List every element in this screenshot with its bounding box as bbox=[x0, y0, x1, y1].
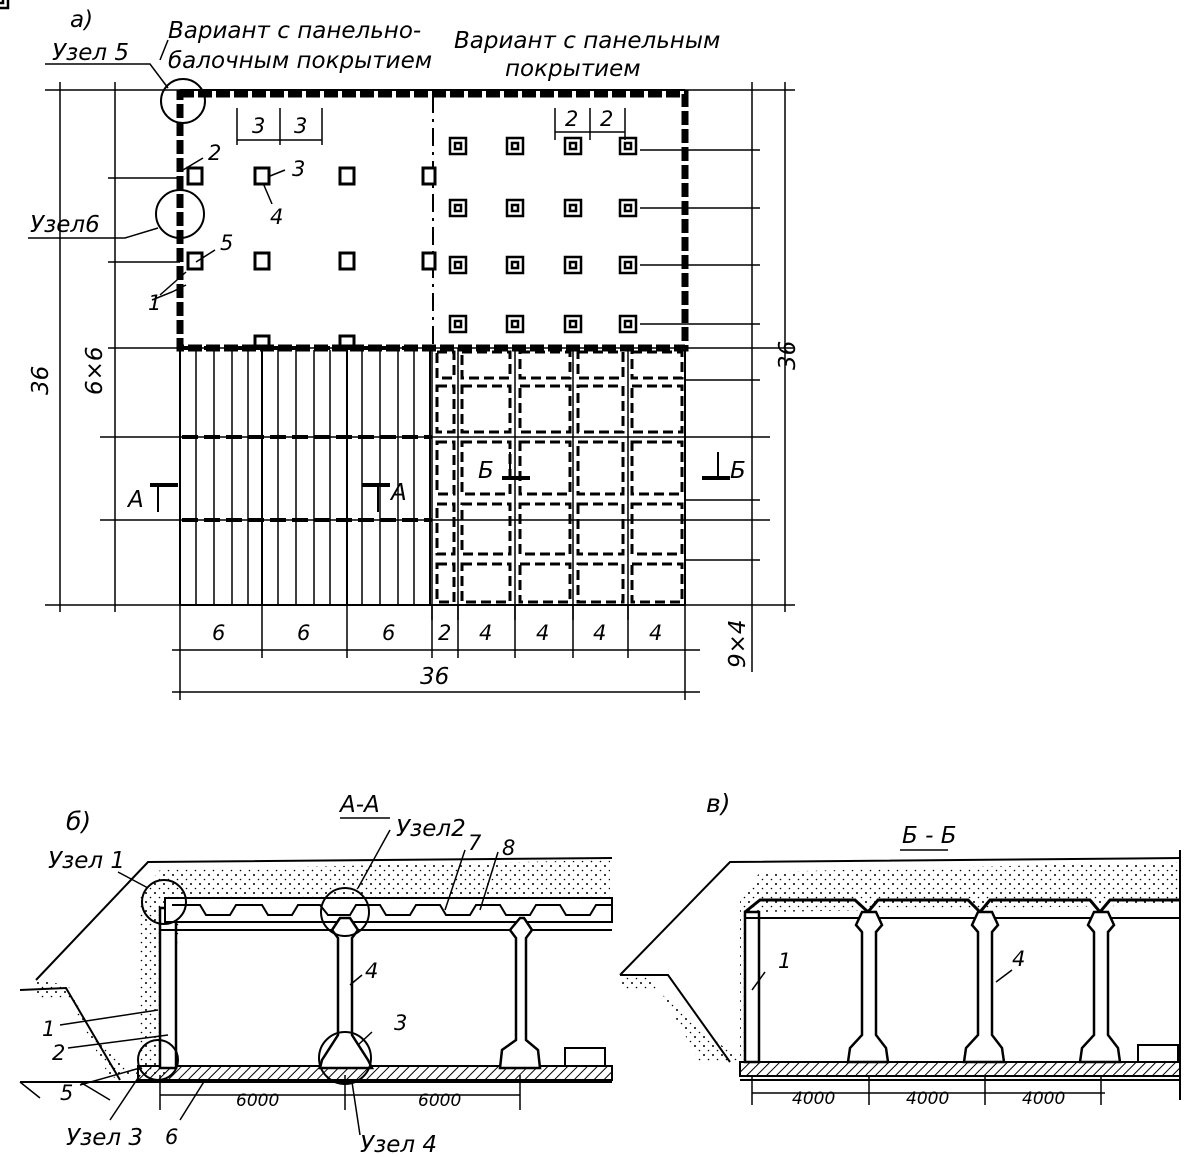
plan-variant-left-line2: балочным покрытием bbox=[168, 48, 432, 74]
plan-beams-dashed bbox=[182, 346, 432, 522]
plan-section-b-right: Б bbox=[730, 458, 746, 484]
plan-node5-label: Узел 5 bbox=[52, 40, 129, 66]
plan-roof-panels-right bbox=[435, 350, 684, 604]
section-mark-b-left bbox=[502, 452, 530, 480]
section-bb-base-slab bbox=[739, 1061, 1181, 1077]
plan-dim-top-right-2: 2 bbox=[600, 107, 613, 131]
plan-column-grid bbox=[448, 136, 638, 334]
plan-panel-label: а) bbox=[70, 7, 93, 33]
plan-dim-bottom-2: 6 bbox=[297, 621, 310, 645]
section-aa-title: А-А bbox=[338, 792, 380, 818]
plan-mark-3: 3 bbox=[292, 157, 305, 181]
node1-circle bbox=[141, 879, 187, 925]
plan-roof-panels-left bbox=[195, 350, 431, 605]
plan-view: а) Вариант с панельно- балочным покрытие… bbox=[0, 0, 801, 700]
section-aa-mark-4: 4 bbox=[365, 959, 378, 983]
section-aa-mark-3: 3 bbox=[394, 1011, 407, 1035]
section-aa-mark-5: 5 bbox=[60, 1081, 73, 1105]
plan-section-b-left: Б bbox=[478, 458, 494, 484]
plan-dim-bottom-1: 6 bbox=[212, 621, 225, 645]
section-aa: б) А-А Узел 1 Узел2 Узел 3 Узел 4 1 2 3 … bbox=[19, 792, 613, 1157]
section-bb-mark-4: 4 bbox=[1012, 947, 1025, 971]
plan-variant-right-line2: покрытием bbox=[505, 56, 641, 82]
section-aa-base-slab bbox=[137, 1065, 613, 1081]
plan-dim-bottom-3: 6 bbox=[382, 621, 395, 645]
node5-circle bbox=[160, 78, 206, 124]
plan-section-a-right: А bbox=[389, 480, 407, 506]
node2-circle bbox=[320, 887, 370, 937]
plan-mark-1: 1 bbox=[148, 291, 161, 315]
plan-variant-left-line1: Вариант с панельно- bbox=[168, 18, 421, 44]
section-mark-a-right bbox=[362, 483, 390, 512]
plan-dim-bottom-7: 4 bbox=[593, 621, 606, 645]
section-mark-b-right bbox=[702, 452, 730, 480]
plan-dim-left-inner: 6×6 bbox=[82, 346, 108, 395]
section-aa-span-1: 6000 bbox=[236, 1091, 279, 1111]
plan-node6-label: Узел6 bbox=[30, 212, 100, 238]
section-aa-span-2: 6000 bbox=[418, 1091, 461, 1111]
section-aa-node2: Узел2 bbox=[396, 816, 466, 842]
plan-dim-right: 36 bbox=[775, 341, 801, 370]
section-bb-roof bbox=[744, 898, 1180, 915]
plan-dim-bottom-total: 36 bbox=[420, 664, 449, 690]
plan-dim-bottom-4: 2 bbox=[438, 621, 451, 645]
section-mark-a-left bbox=[150, 483, 178, 512]
section-aa-mark-1: 1 bbox=[42, 1017, 55, 1041]
node3-circle bbox=[137, 1039, 179, 1081]
node6-circle bbox=[155, 189, 205, 239]
plan-mark-5: 5 bbox=[220, 231, 233, 255]
plan-mark-2: 2 bbox=[208, 141, 221, 165]
plan-grid-lines bbox=[45, 89, 795, 606]
plan-section-a-left: А bbox=[126, 487, 144, 513]
plan-dim-right-bottom: 9×4 bbox=[725, 619, 751, 668]
plan-dim-top-left-1: 3 bbox=[252, 114, 265, 138]
plan-dim-bottom-6: 4 bbox=[536, 621, 549, 645]
section-aa-panel-label: б) bbox=[66, 807, 91, 836]
section-bb-title: Б - Б bbox=[902, 823, 956, 849]
plan-dim-top-right-1: 2 bbox=[565, 107, 578, 131]
plan-dim-top-left-2: 3 bbox=[294, 114, 307, 138]
section-bb-span-3: 4000 bbox=[1022, 1089, 1065, 1109]
plan-columns-left bbox=[186, 166, 437, 348]
section-aa-node4: Узел 4 bbox=[360, 1132, 437, 1157]
section-aa-mark-6: 6 bbox=[165, 1125, 178, 1149]
section-bb-span-2: 4000 bbox=[906, 1089, 949, 1109]
section-aa-mark-2: 2 bbox=[52, 1041, 65, 1065]
plan-dim-bottom-5: 4 bbox=[479, 621, 492, 645]
section-aa-mark-7: 7 bbox=[468, 831, 482, 855]
plan-columns-right bbox=[0, 0, 10, 10]
section-bb-wall bbox=[743, 910, 761, 1064]
plan-dim-bottom-8: 4 bbox=[649, 621, 662, 645]
section-bb-panel-label: в) bbox=[706, 789, 731, 818]
section-aa-columns bbox=[318, 916, 542, 1070]
section-bb: в) Б - Б 1 4 4000 4000 4000 bbox=[619, 789, 1181, 1109]
section-aa-mark-8: 8 bbox=[502, 836, 515, 860]
plan-variant-right-line1: Вариант с панельным bbox=[454, 28, 720, 54]
section-bb-span-1: 4000 bbox=[792, 1089, 835, 1109]
section-aa-node3: Узел 3 bbox=[66, 1125, 143, 1151]
section-aa-node1: Узел 1 bbox=[48, 848, 125, 874]
section-bb-columns bbox=[846, 910, 1122, 1064]
section-bb-mark-1: 1 bbox=[778, 949, 791, 973]
section-aa-wall bbox=[158, 906, 178, 1070]
plan-dim-left-outer: 36 bbox=[28, 366, 54, 395]
plan-mark-4: 4 bbox=[270, 205, 283, 229]
